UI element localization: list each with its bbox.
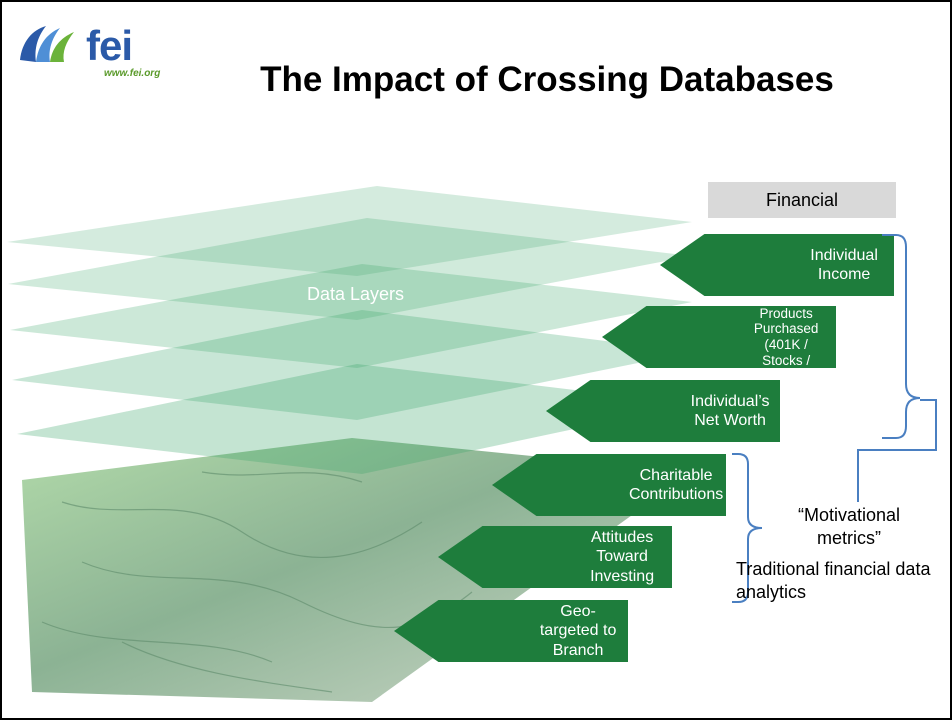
tag-label: Individual Income [810,246,878,283]
data-layers-label: Data Layers [307,284,405,304]
wave-icon [20,26,74,62]
motivational-metrics-label: “Motivational metrics” [797,505,901,548]
tag-label: Financial Products Purchased (401K / Sto… [745,290,827,384]
traditional-analytics-label: Traditional financial data analytics [736,559,931,602]
data-layer-2 [8,218,692,320]
data-layer-4 [12,310,692,420]
slide-title: The Impact of Crossing Databases [260,60,834,99]
tag-label: Geo-targeted to Branch [539,603,617,659]
financial-header-box: Financial [708,182,896,218]
tag-label: Individual’s Net Worth [690,392,770,429]
tag-financial-products: Financial Products Purchased (401K / Sto… [602,306,836,368]
tag-individual-income: Individual Income [660,234,894,296]
tag-charitable-contributions: Charitable Contributions [492,454,726,516]
map-contours [41,471,473,693]
tag-attitudes-investing: Attitudes Toward Investing [438,526,672,588]
tag-net-worth: Individual’s Net Worth [546,380,780,442]
tag-label: Attitudes Toward Investing [590,529,655,585]
logo-url: www.fei.org [104,68,161,79]
data-layer-1 [7,186,692,276]
logo-wordmark: fei [86,22,133,69]
tag-geo-targeted: Geo-targeted to Branch [394,600,628,662]
tag-label: Charitable Contributions [628,466,724,503]
fei-logo: fei www.fei.org [16,20,176,80]
data-layer-3 [10,264,692,368]
data-layer-5 [17,364,692,474]
